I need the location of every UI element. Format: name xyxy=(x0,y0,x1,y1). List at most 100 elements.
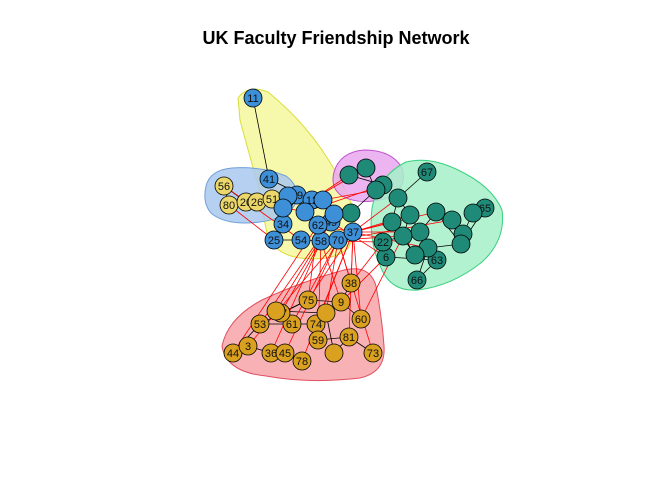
node-circle xyxy=(382,212,402,232)
node-circle xyxy=(407,270,427,290)
network-node: 54 xyxy=(291,230,311,250)
node-circle xyxy=(214,176,234,196)
network-node: 70 xyxy=(328,230,348,250)
network-node xyxy=(356,158,376,178)
node-label: 63 xyxy=(431,255,443,267)
network-node xyxy=(324,343,344,363)
node-label: 56 xyxy=(218,181,230,193)
node-label: 54 xyxy=(295,235,307,247)
node-label: 36 xyxy=(265,348,277,360)
node-circle xyxy=(339,327,359,347)
network-node: 26 xyxy=(247,192,267,212)
network-node xyxy=(463,203,483,223)
network-node xyxy=(400,205,420,225)
node-circle xyxy=(324,343,344,363)
node-circle xyxy=(463,203,483,223)
node-label: 9 xyxy=(338,297,344,309)
network-node xyxy=(324,204,344,224)
network-node: 37 xyxy=(343,222,363,242)
inter-group-edge xyxy=(360,235,404,320)
network-node: 3 xyxy=(238,336,258,356)
network-node xyxy=(339,165,359,185)
network-node: 25 xyxy=(264,230,284,250)
node-circle xyxy=(238,336,258,356)
network-node: 38 xyxy=(341,273,361,293)
node-label: 34 xyxy=(277,219,289,231)
node-circle xyxy=(264,230,284,250)
node-label: 11 xyxy=(247,93,258,105)
network-node: 78 xyxy=(292,351,312,371)
node-circle xyxy=(343,222,363,242)
node-label: 37 xyxy=(347,227,359,239)
network-node xyxy=(341,203,361,223)
node-label: 53 xyxy=(254,319,266,331)
page-title: UK Faculty Friendship Network xyxy=(202,28,470,48)
node-circle xyxy=(313,190,333,210)
node-circle xyxy=(341,273,361,293)
node-circle xyxy=(295,202,315,222)
node-label: 78 xyxy=(296,356,308,368)
node-label: 58 xyxy=(315,236,327,248)
node-circle xyxy=(451,234,471,254)
network-node: 59 xyxy=(308,330,328,350)
inter-group-edge xyxy=(280,240,322,314)
network-node: 34 xyxy=(273,214,293,234)
inter-group-edge xyxy=(291,239,339,325)
node-circle xyxy=(442,210,462,230)
node-circle xyxy=(331,292,351,312)
node-label: 25 xyxy=(268,235,280,247)
inter-group-edge xyxy=(270,240,322,354)
node-circle xyxy=(273,198,293,218)
node-label: 26 xyxy=(251,197,263,209)
network-node xyxy=(313,190,333,210)
network-node: 75 xyxy=(298,290,318,310)
node-circle xyxy=(373,232,393,252)
node-circle xyxy=(324,204,344,224)
node-circle xyxy=(291,230,311,250)
node-circle xyxy=(410,222,430,242)
network-node: 41 xyxy=(259,169,279,189)
node-circle xyxy=(400,205,420,225)
node-circle xyxy=(250,314,270,334)
network-node xyxy=(426,202,446,222)
node-circle xyxy=(328,230,348,250)
node-label: 81 xyxy=(343,332,355,344)
node-circle xyxy=(308,330,328,350)
node-circle xyxy=(341,203,361,223)
network-node: 67 xyxy=(417,162,437,182)
node-circle xyxy=(298,290,318,310)
network-node: 56 xyxy=(214,176,234,196)
node-label: 6 xyxy=(383,252,389,264)
network-node xyxy=(316,303,336,323)
network-node: 60 xyxy=(351,309,371,329)
node-circle xyxy=(259,169,279,189)
intra-group-edge xyxy=(252,97,270,180)
network-node: 81 xyxy=(339,327,359,347)
node-label: 70 xyxy=(332,235,344,247)
node-label: 74 xyxy=(310,319,322,331)
node-label: 59 xyxy=(312,335,324,347)
node-circle xyxy=(308,215,328,235)
node-circle xyxy=(292,351,312,371)
network-node xyxy=(382,212,402,232)
node-label: 41 xyxy=(263,174,275,186)
node-label: 61 xyxy=(286,319,298,331)
node-label: 62 xyxy=(312,220,324,232)
node-label: 80 xyxy=(223,200,235,212)
network-node xyxy=(451,234,471,254)
network-node: 53 xyxy=(250,314,270,334)
node-circle xyxy=(266,301,286,321)
node-label: 67 xyxy=(421,167,433,179)
node-circle xyxy=(393,226,413,246)
network-node: 36 xyxy=(261,343,281,363)
node-label: 73 xyxy=(367,348,379,360)
node-circle xyxy=(366,180,386,200)
network-node xyxy=(393,226,413,246)
network-node: 62 xyxy=(308,215,328,235)
network-node: 58 xyxy=(311,231,331,251)
node-circle xyxy=(356,158,376,178)
node-circle xyxy=(351,309,371,329)
node-circle xyxy=(363,343,383,363)
